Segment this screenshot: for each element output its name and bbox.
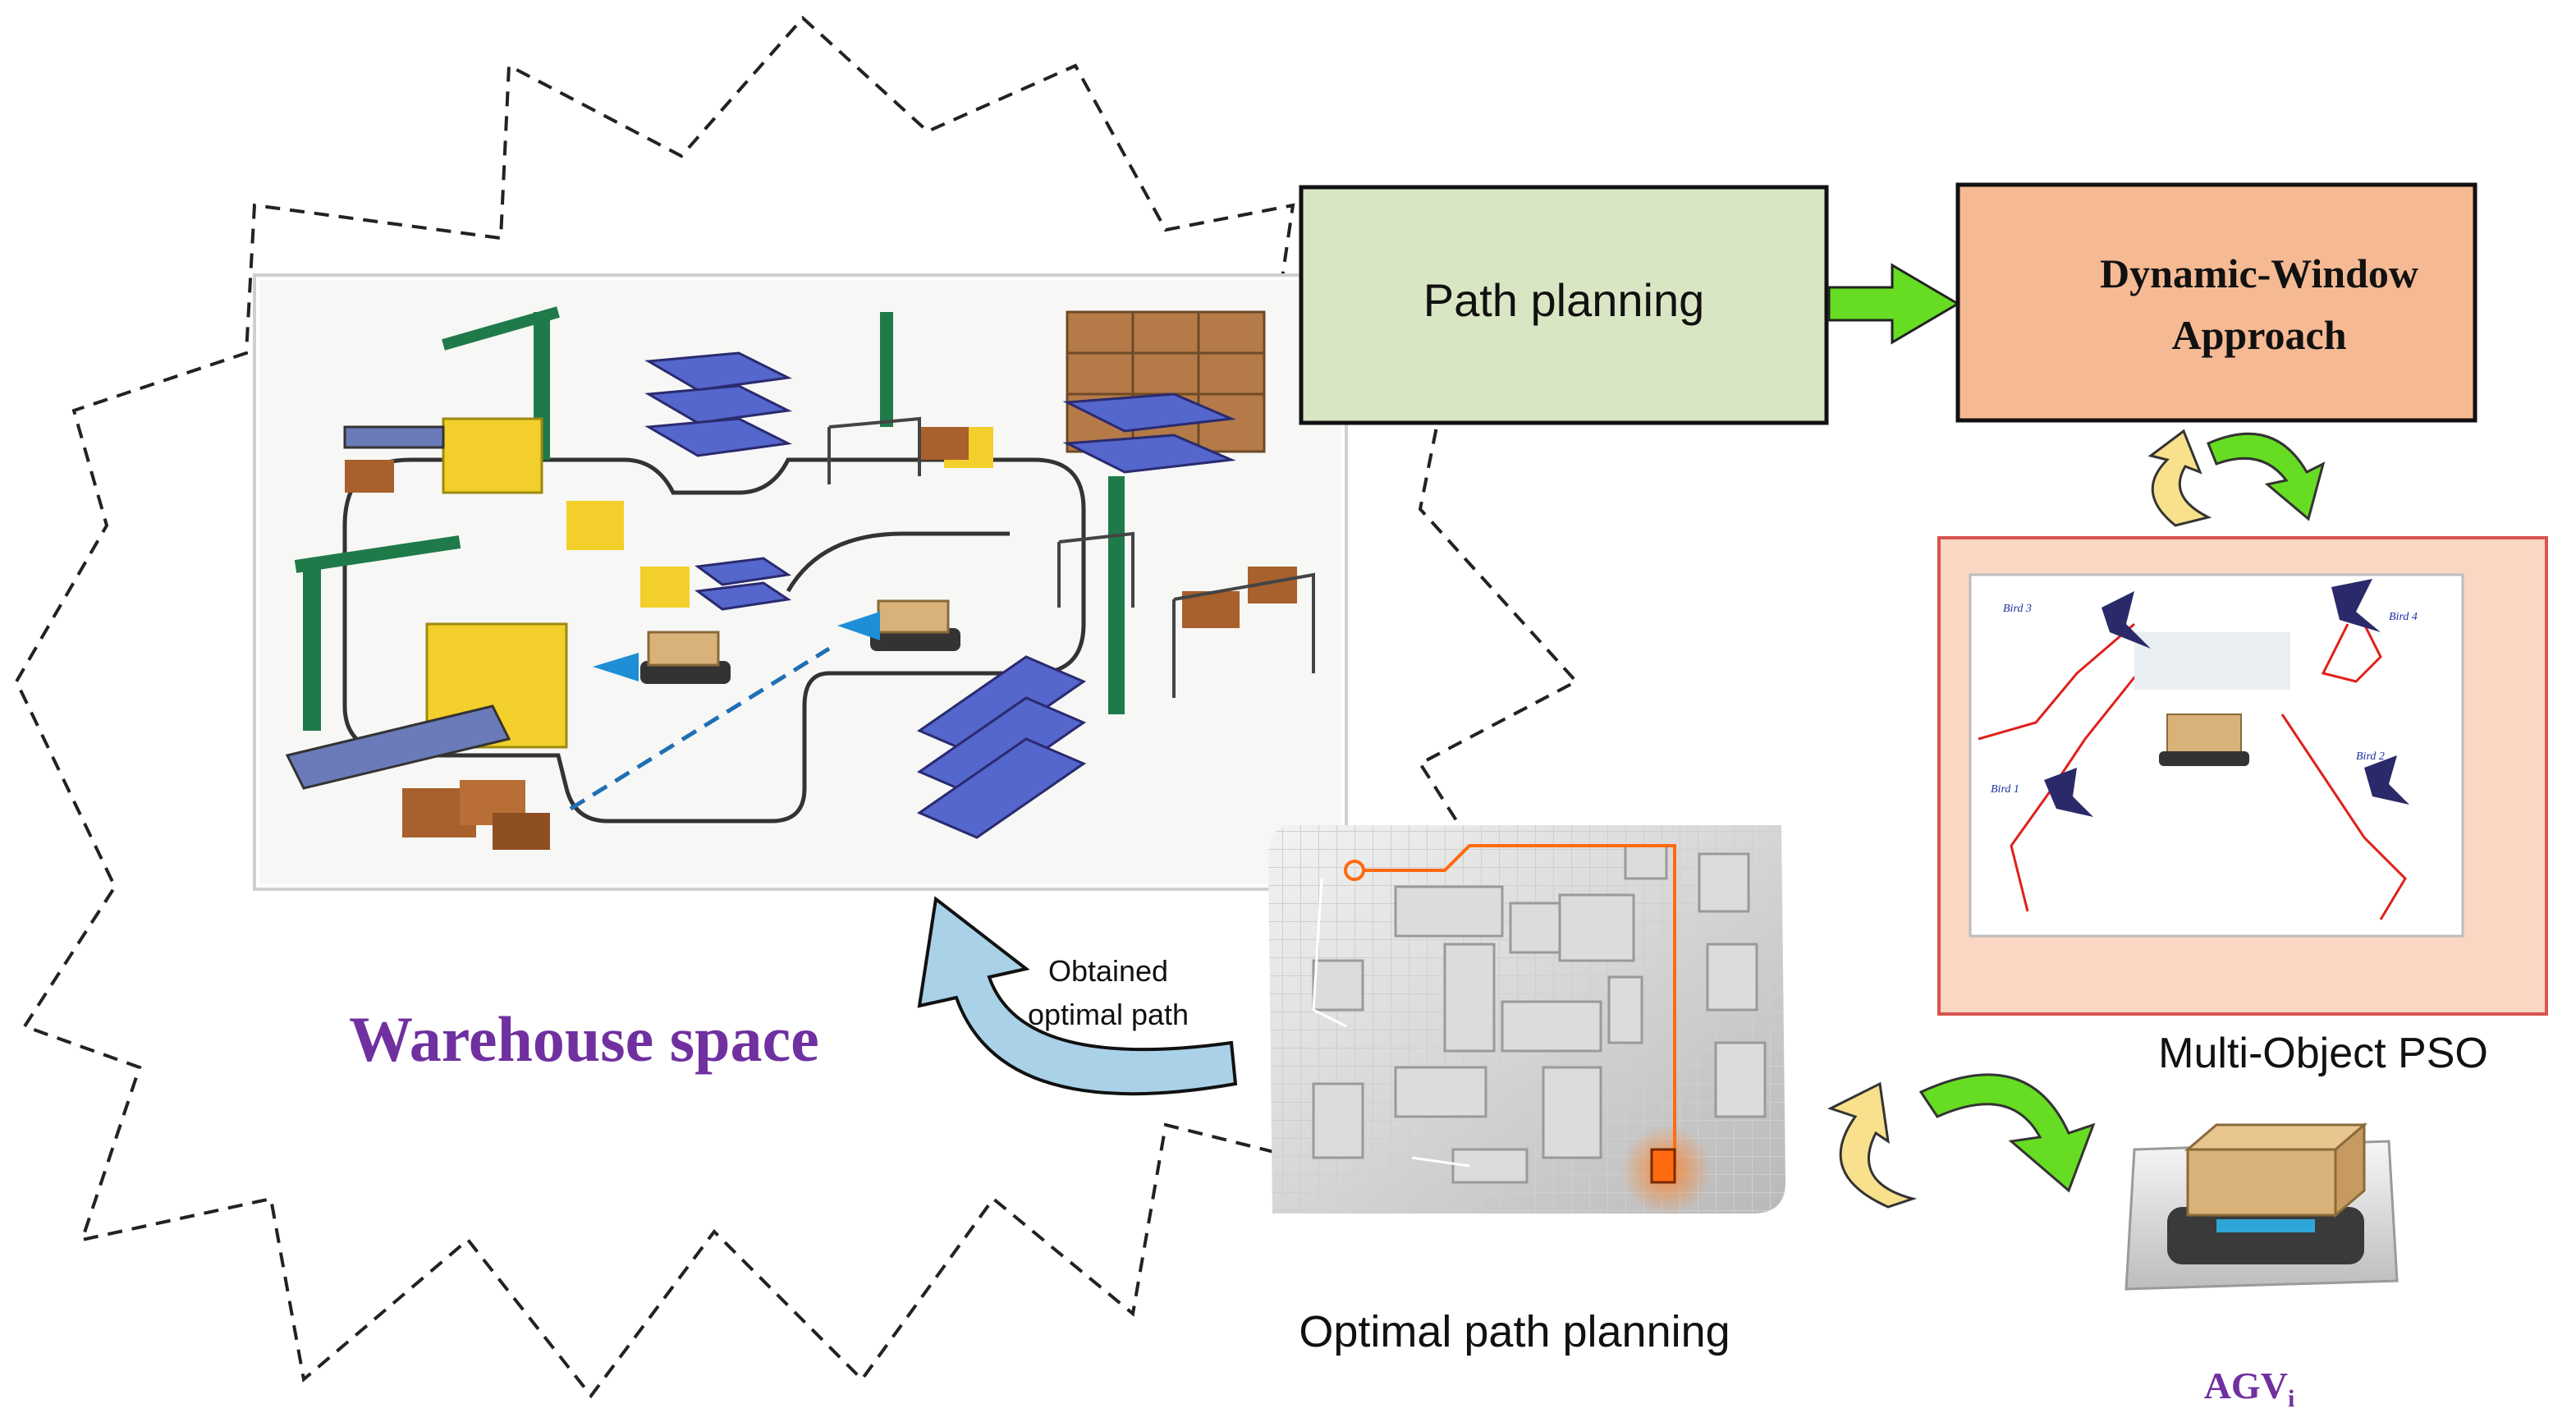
pso-bird-3-label: Bird 3 (2003, 603, 2032, 615)
dwa-pso-cycle-icon (2147, 429, 2326, 527)
dwa-box (1955, 182, 2477, 423)
path-planning-label: Path planning (1423, 274, 1705, 326)
warehouse-illustration (253, 273, 1348, 891)
obtained-path-arrow (917, 896, 1238, 1096)
pso-bird-4-label: Bird 4 (2389, 611, 2418, 623)
map-agv-cycle-icon (1827, 1073, 2096, 1209)
pso-bird-1-label: Bird 1 (1991, 783, 2019, 796)
arrow-to-dwa (1827, 263, 1960, 345)
agv-illustration (2125, 1122, 2399, 1291)
agv-label-sub: i (2288, 1385, 2294, 1412)
pso-illustration: Bird 1 Bird 2 Bird 3 Bird 4 (1969, 573, 2464, 938)
pso-bird-2-label: Bird 2 (2356, 750, 2385, 763)
agv-label-main: AGV (2204, 1365, 2288, 1406)
optimal-path-map (1268, 825, 1785, 1215)
warehouse-star-outline (14, 16, 1579, 1399)
dwa-label-line2: Approach (2171, 312, 2346, 358)
obtained-path-label-line2: optimal path (1028, 998, 1189, 1031)
dwa-label-line1: Dynamic-Window (2100, 250, 2418, 296)
obtained-path-label-line1: Obtained (1048, 954, 1168, 988)
agv-label: AGVi (2204, 1365, 2295, 1412)
path-planning-box (1299, 185, 1829, 425)
pso-caption: Multi-Object PSO (2158, 1030, 2488, 1077)
warehouse-title: Warehouse space (349, 1003, 819, 1075)
optimal-path-caption: Optimal path planning (1299, 1307, 1730, 1356)
